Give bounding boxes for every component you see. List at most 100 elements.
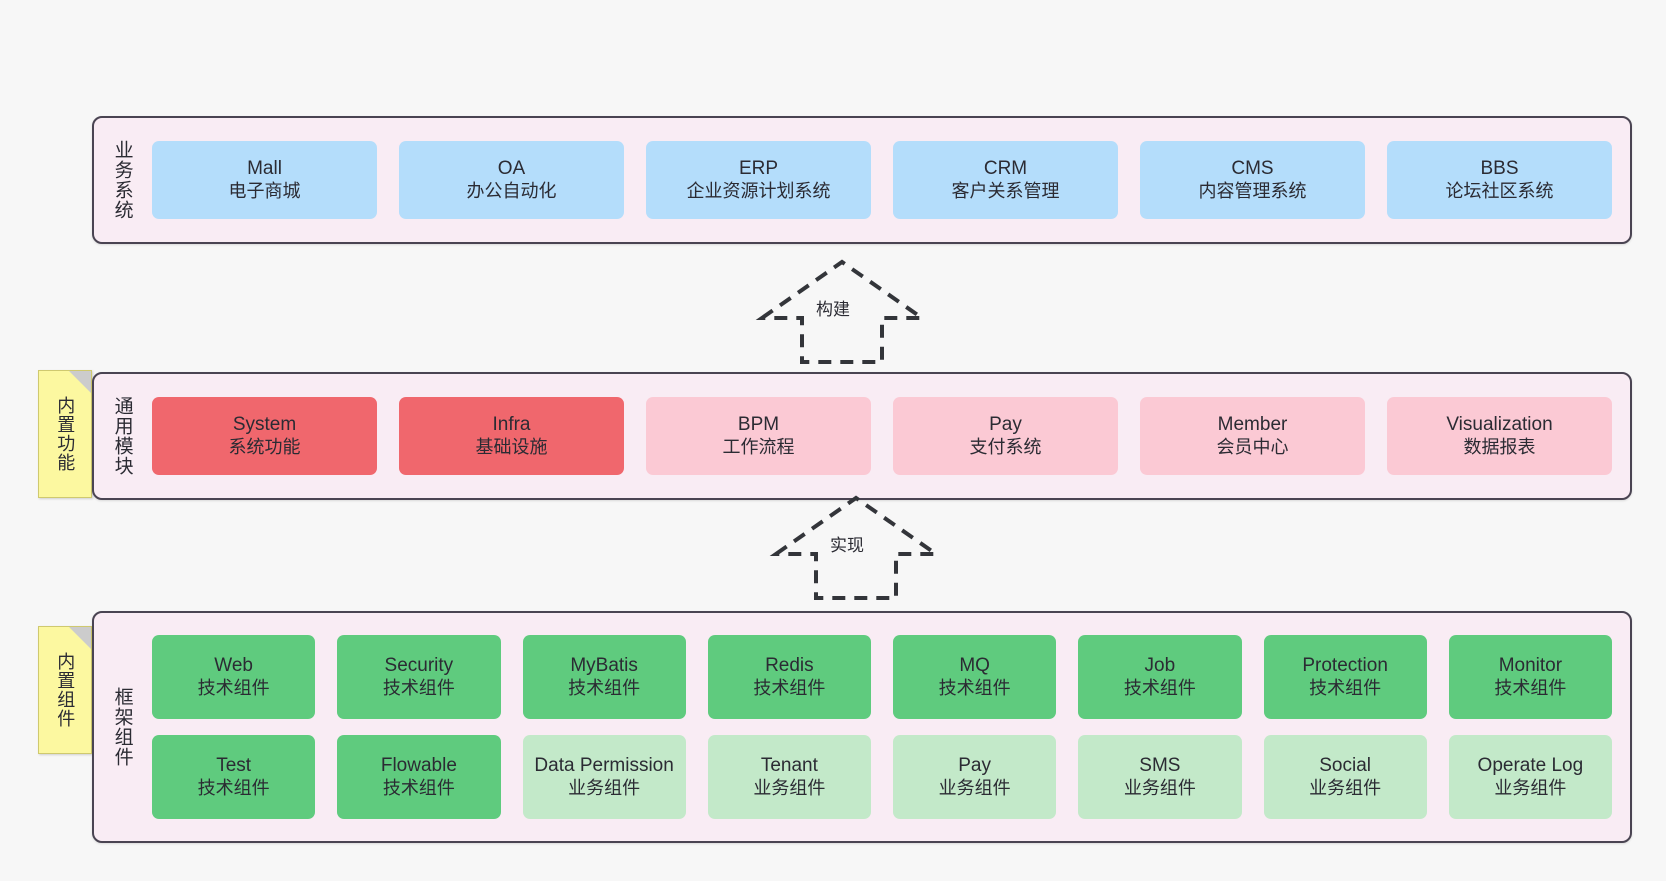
box-title: CRM (983, 158, 1028, 180)
framework-box-job[interactable]: Job 技术组件 (1078, 635, 1242, 719)
panel-label-modules: 通用模块 (111, 396, 133, 476)
framework-box-mq[interactable]: MQ 技术组件 (893, 635, 1057, 719)
framework-row-1: Web 技术组件 Security 技术组件 MyBatis 技术组件 Redi… (152, 635, 1612, 719)
box-title: Pay (989, 414, 1022, 436)
framework-row-2: Test 技术组件 Flowable 技术组件 Data Permission … (152, 735, 1612, 819)
framework-box-test[interactable]: Test 技术组件 (152, 735, 316, 819)
box-subtitle: 技术组件 (938, 677, 1011, 698)
box-title: Pay (958, 755, 991, 777)
sticky-note-builtin-features: 内置功能 (38, 370, 92, 498)
panel-body-business: Mall 电子商城 OA 办公自动化 ERP 企业资源计划系统 CRM 客户关系… (144, 118, 1630, 242)
box-title: BPM (737, 414, 780, 436)
box-title: Tenant (760, 755, 818, 777)
framework-box-social[interactable]: Social 业务组件 (1263, 735, 1427, 819)
business-box-crm[interactable]: CRM 客户关系管理 (893, 141, 1118, 219)
box-subtitle: 业务组件 (753, 777, 826, 798)
page-fold-icon (69, 371, 91, 393)
framework-box-redis[interactable]: Redis 技术组件 (707, 635, 871, 719)
box-title: Protection (1302, 655, 1388, 677)
framework-box-sms[interactable]: SMS 业务组件 (1078, 735, 1242, 819)
box-title: Operate Log (1477, 755, 1584, 777)
box-subtitle: 数据报表 (1463, 436, 1536, 457)
business-box-oa[interactable]: OA 办公自动化 (399, 141, 624, 219)
business-box-erp[interactable]: ERP 企业资源计划系统 (646, 141, 871, 219)
box-subtitle: 支付系统 (969, 436, 1042, 457)
box-subtitle: 业务组件 (1494, 777, 1567, 798)
framework-box-tenant[interactable]: Tenant 业务组件 (707, 735, 871, 819)
box-title: Security (384, 655, 454, 677)
box-subtitle: 办公自动化 (466, 180, 557, 201)
box-title: Visualization (1446, 414, 1553, 436)
framework-box-mybatis[interactable]: MyBatis 技术组件 (522, 635, 686, 719)
box-title: Social (1319, 755, 1371, 777)
business-box-bbs[interactable]: BBS 论坛社区系统 (1387, 141, 1612, 219)
module-box-visualization[interactable]: Visualization 数据报表 (1387, 397, 1612, 475)
box-subtitle: 企业资源计划系统 (686, 180, 831, 201)
business-box-cms[interactable]: CMS 内容管理系统 (1140, 141, 1365, 219)
box-subtitle: 工作流程 (722, 436, 795, 457)
framework-box-protection[interactable]: Protection 技术组件 (1263, 635, 1427, 719)
dashed-up-arrow-icon (755, 259, 929, 364)
box-title: Web (214, 655, 253, 677)
modules-row: System 系统功能 Infra 基础设施 BPM 工作流程 Pay 支付系统… (152, 397, 1612, 475)
box-subtitle: 系统功能 (228, 436, 301, 457)
box-subtitle: 技术组件 (1494, 677, 1567, 698)
box-subtitle: 内容管理系统 (1198, 180, 1307, 201)
framework-box-web[interactable]: Web 技术组件 (152, 635, 316, 719)
box-title: SMS (1139, 755, 1181, 777)
box-title: Mall (247, 158, 282, 180)
box-title: Monitor (1498, 655, 1563, 677)
layer-panel-modules: 通用模块 System 系统功能 Infra 基础设施 BPM 工作流程 Pay… (92, 372, 1632, 500)
box-subtitle: 基础设施 (475, 436, 548, 457)
box-subtitle: 技术组件 (568, 677, 641, 698)
panel-body-modules: System 系统功能 Infra 基础设施 BPM 工作流程 Pay 支付系统… (144, 374, 1630, 498)
box-subtitle: 业务组件 (1123, 777, 1196, 798)
box-title: Infra (492, 414, 531, 436)
box-subtitle: 技术组件 (1309, 677, 1382, 698)
box-title: Test (216, 755, 252, 777)
arrow-build: 构建 (755, 258, 938, 366)
box-title: CMS (1231, 158, 1274, 180)
box-title: BBS (1480, 158, 1519, 180)
page-fold-icon (69, 627, 91, 649)
box-subtitle: 论坛社区系统 (1445, 180, 1554, 201)
dashed-up-arrow-icon (769, 495, 943, 600)
arrow-build-label: 构建 (816, 300, 850, 319)
box-title: Member (1217, 414, 1288, 436)
box-subtitle: 业务组件 (938, 777, 1011, 798)
layer-panel-business: 业务系统 Mall 电子商城 OA 办公自动化 ERP 企业资源计划系统 CRM… (92, 116, 1632, 244)
arrow-implement-label: 实现 (830, 536, 864, 555)
box-subtitle: 客户关系管理 (951, 180, 1060, 201)
sticky-note-label: 内置组件 (55, 652, 76, 728)
box-title: Data Permission (534, 755, 674, 777)
box-title: ERP (738, 158, 779, 180)
box-subtitle: 技术组件 (1123, 677, 1196, 698)
framework-box-pay[interactable]: Pay 业务组件 (893, 735, 1057, 819)
module-box-system[interactable]: System 系统功能 (152, 397, 377, 475)
module-box-pay[interactable]: Pay 支付系统 (893, 397, 1118, 475)
sticky-note-builtin-components: 内置组件 (38, 626, 92, 754)
framework-box-security[interactable]: Security 技术组件 (337, 635, 501, 719)
box-title: OA (497, 158, 526, 180)
framework-box-monitor[interactable]: Monitor 技术组件 (1448, 635, 1612, 719)
module-box-infra[interactable]: Infra 基础设施 (399, 397, 624, 475)
box-title: MyBatis (570, 655, 638, 677)
business-box-mall[interactable]: Mall 电子商城 (152, 141, 377, 219)
business-row: Mall 电子商城 OA 办公自动化 ERP 企业资源计划系统 CRM 客户关系… (152, 141, 1612, 219)
panel-body-framework: Web 技术组件 Security 技术组件 MyBatis 技术组件 Redi… (144, 613, 1630, 841)
box-title: Flowable (380, 755, 457, 777)
box-subtitle: 技术组件 (197, 777, 270, 798)
framework-box-operate-log[interactable]: Operate Log 业务组件 (1448, 735, 1612, 819)
box-subtitle: 技术组件 (197, 677, 270, 698)
panel-label-framework: 框架组件 (111, 687, 133, 767)
framework-box-data-permission[interactable]: Data Permission 业务组件 (522, 735, 686, 819)
module-box-member[interactable]: Member 会员中心 (1140, 397, 1365, 475)
sticky-note-label: 内置功能 (55, 396, 76, 472)
box-subtitle: 技术组件 (382, 677, 455, 698)
framework-box-flowable[interactable]: Flowable 技术组件 (337, 735, 501, 819)
module-box-bpm[interactable]: BPM 工作流程 (646, 397, 871, 475)
box-subtitle: 业务组件 (1309, 777, 1382, 798)
box-title: Job (1144, 655, 1176, 677)
arrow-implement: 实现 (769, 494, 952, 602)
